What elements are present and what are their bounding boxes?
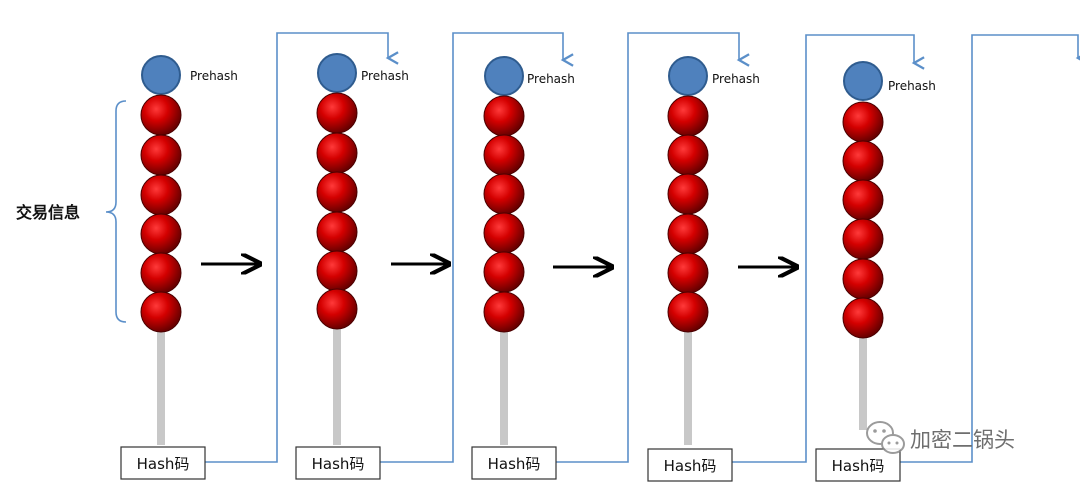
hash-box	[647, 448, 733, 482]
hash-label: Hash码	[137, 455, 190, 473]
transaction-ball	[667, 213, 709, 255]
hash-link-1	[205, 32, 399, 463]
watermark-text: 加密二锅头	[910, 428, 1015, 452]
hash-link-5	[900, 34, 1080, 463]
transaction-ball	[842, 297, 884, 339]
transaction-ball	[483, 173, 525, 215]
hash-box	[471, 446, 557, 480]
hash-label: Hash码	[664, 457, 717, 475]
transaction-ball	[667, 291, 709, 333]
hash-link-4	[732, 34, 925, 463]
transaction-ball	[842, 258, 884, 300]
block-5: Prehash Hash码	[815, 61, 936, 482]
stick	[333, 325, 341, 445]
stick	[859, 335, 867, 430]
watermark: 加密二锅头	[866, 421, 1015, 454]
hash-box	[295, 446, 381, 480]
transaction-ball	[483, 251, 525, 293]
transaction-ball	[483, 134, 525, 176]
transaction-ball	[140, 291, 182, 333]
stick	[684, 330, 692, 445]
stick	[157, 325, 165, 445]
prehash-circle	[317, 53, 357, 93]
prehash-label: Prehash	[527, 72, 575, 86]
prehash-label: Prehash	[712, 72, 760, 86]
hash-label: Hash码	[312, 455, 365, 473]
stick	[500, 330, 508, 445]
transaction-ball	[842, 101, 884, 143]
transaction-ball	[842, 218, 884, 260]
prehash-circle	[141, 55, 181, 95]
transaction-ball	[667, 134, 709, 176]
transaction-ball	[316, 211, 358, 253]
transaction-ball	[316, 132, 358, 174]
hash-link-2	[380, 32, 574, 463]
transaction-ball	[483, 212, 525, 254]
hash-link-3	[556, 32, 750, 463]
transaction-ball	[667, 173, 709, 215]
transaction-ball	[316, 171, 358, 213]
transaction-ball	[140, 213, 182, 255]
block-arrows	[201, 264, 797, 267]
transaction-ball	[140, 174, 182, 216]
bracket-line	[105, 100, 127, 323]
prehash-circle	[668, 56, 708, 96]
hash-box	[815, 448, 901, 482]
block-1: Prehash Hash码	[120, 55, 238, 480]
transaction-bracket: 交易信息	[16, 100, 127, 323]
prehash-circle	[843, 61, 883, 101]
transaction-ball	[667, 252, 709, 294]
transaction-ball	[483, 291, 525, 333]
block-3: Prehash Hash码	[471, 56, 575, 480]
transaction-ball	[140, 94, 182, 136]
block-4: Prehash Hash码	[647, 56, 760, 482]
block-2: Prehash Hash码	[295, 53, 409, 480]
hash-label: Hash码	[488, 455, 541, 473]
prehash-label: Prehash	[190, 69, 238, 83]
prehash-circle	[484, 56, 524, 96]
hash-link-lines	[205, 32, 1080, 463]
transaction-ball	[842, 179, 884, 221]
prehash-label: Prehash	[361, 69, 409, 83]
transaction-ball	[842, 140, 884, 182]
transaction-ball	[667, 95, 709, 137]
transaction-ball	[316, 288, 358, 330]
transaction-ball	[316, 250, 358, 292]
hash-label: Hash码	[832, 457, 885, 475]
transaction-ball	[140, 252, 182, 294]
wechat-icon	[866, 421, 905, 454]
prehash-label: Prehash	[888, 79, 936, 93]
hash-box	[120, 446, 206, 480]
transaction-ball	[316, 92, 358, 134]
transaction-ball	[140, 134, 182, 176]
transaction-ball	[483, 95, 525, 137]
transaction-info-label: 交易信息	[16, 203, 80, 222]
